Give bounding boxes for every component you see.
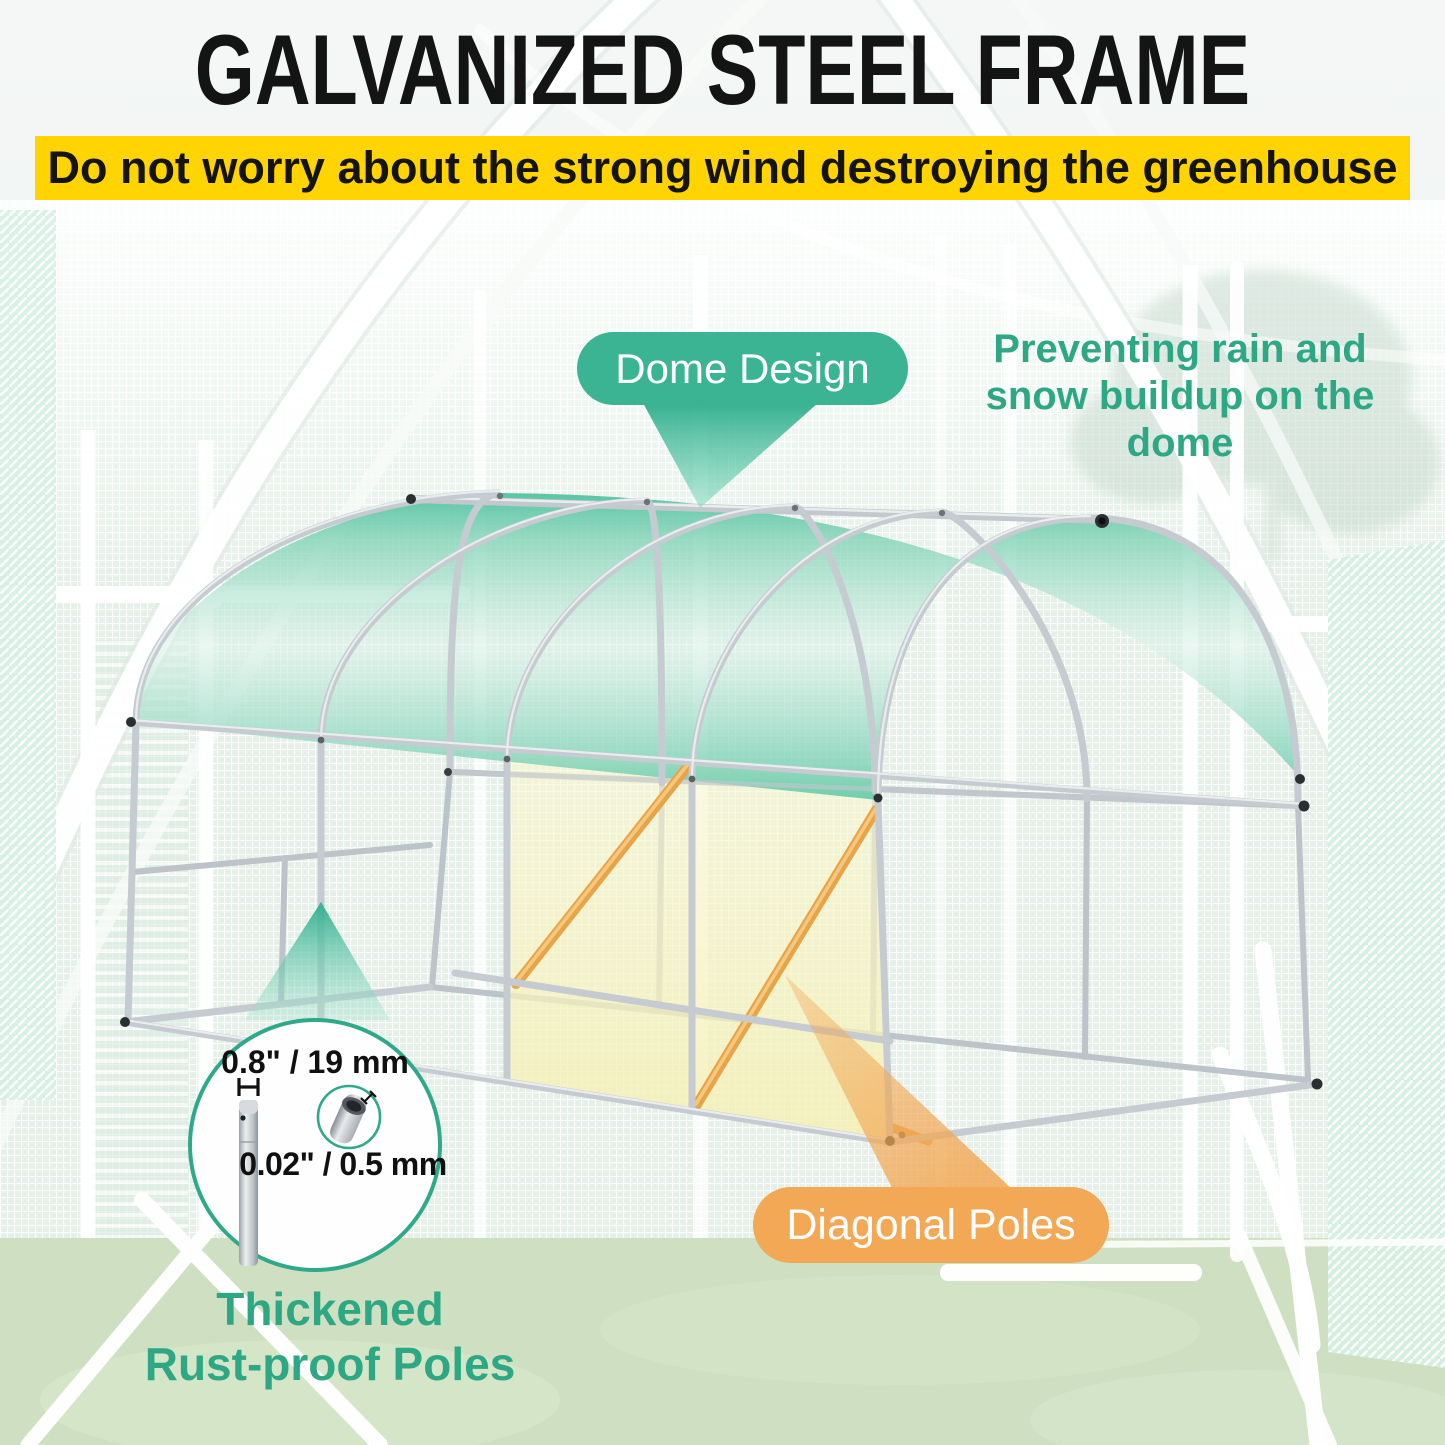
end-mid-rail	[130, 842, 433, 875]
pole-rod	[239, 1100, 258, 1266]
diameter-mark-icon	[237, 1078, 260, 1096]
callout-beam-diagonal	[785, 975, 1013, 1190]
near-top-rail	[126, 718, 1309, 810]
rain-snow-line2: snow buildup on the dome	[985, 374, 1375, 465]
rain-snow-line1: Preventing rain and	[993, 327, 1367, 371]
info-banner-text: Do not worry about the strong wind destr…	[47, 142, 1398, 193]
grass	[0, 1238, 1445, 1445]
thickened-line2: Rust-proof Poles	[144, 1338, 516, 1390]
pole-spec-inset: 0.8" / 19 mm 0.02" / 0.5 mm	[188, 1018, 447, 1272]
rain-snow-note: Preventing rain and snow buildup on the …	[930, 326, 1430, 467]
thickened-line1: Thickened	[216, 1283, 444, 1335]
callout-pointer-dome	[643, 403, 818, 508]
left-inner-arch	[0, 0, 770, 1154]
pole-thickness-text: 0.02" / 0.5 mm	[239, 1146, 447, 1182]
right-wall-strip	[1328, 540, 1445, 1368]
light-panels	[509, 751, 890, 1140]
pole-diameter-text: 0.8" / 19 mm	[221, 1044, 409, 1080]
tube-cross-section-icon	[316, 1084, 382, 1150]
page-title: GALVANIZED STEEL FRAME	[194, 14, 1251, 125]
outer-greenhouse-legs	[20, 261, 1445, 1445]
info-banner: Do not worry about the strong wind destr…	[35, 136, 1410, 200]
diagonal-poles-label: Diagonal Poles	[753, 1187, 1109, 1263]
callout-pointer-pole	[245, 902, 390, 1020]
thickened-poles-note: Thickened Rust-proof Poles	[110, 1282, 550, 1392]
left-wall-strip	[0, 210, 56, 1100]
diagonal-poles	[511, 761, 933, 1146]
top-arch	[474, 24, 1445, 366]
right-end-base-rail	[886, 1080, 1321, 1146]
dome-design-text: Dome Design	[615, 345, 870, 392]
diagonal-poles-text: Diagonal Poles	[786, 1201, 1076, 1249]
pole-sample-icon	[237, 1078, 382, 1266]
dome-design-label: Dome Design	[577, 332, 908, 405]
